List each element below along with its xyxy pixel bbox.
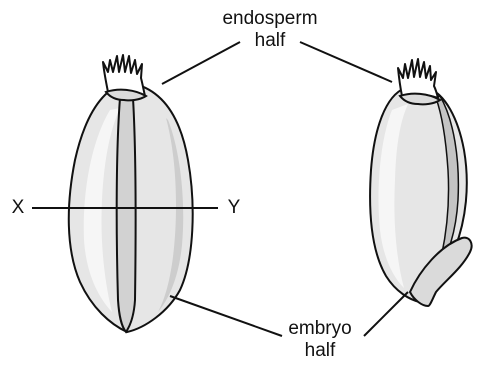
axis-label-y: Y bbox=[224, 197, 244, 219]
endosperm-label-line1: endosperm bbox=[212, 8, 328, 30]
grain-front-crease bbox=[117, 98, 136, 332]
embryo-label: embryo half bbox=[272, 318, 368, 362]
endosperm-label: endosperm half bbox=[212, 8, 328, 52]
embryo-label-line1: embryo bbox=[272, 318, 368, 340]
embryo-leader-left bbox=[170, 296, 282, 336]
embryo-label-line2: half bbox=[272, 340, 368, 362]
grain-side-brush bbox=[398, 59, 438, 98]
grain-front-view bbox=[69, 55, 193, 332]
embryo-leader-right bbox=[364, 292, 408, 336]
axis-label-x: X bbox=[8, 197, 28, 219]
endosperm-label-line2: half bbox=[212, 30, 328, 52]
grain-side-view bbox=[370, 59, 472, 306]
